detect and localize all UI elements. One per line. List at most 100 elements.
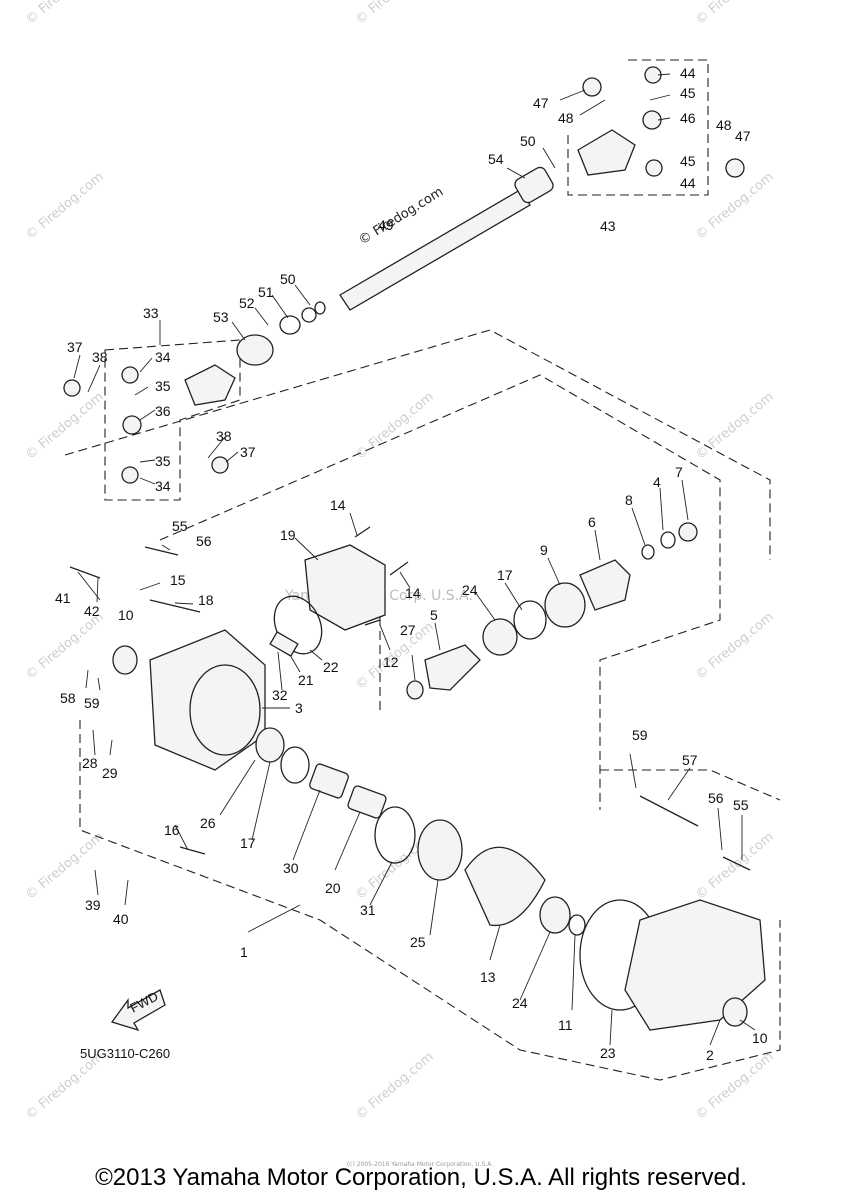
main-outline-top xyxy=(64,329,771,560)
callout-24: 24 xyxy=(512,995,528,1011)
leader xyxy=(139,477,156,485)
leader xyxy=(251,761,271,841)
leader xyxy=(659,487,664,531)
leader xyxy=(207,436,226,459)
leader xyxy=(739,1019,756,1031)
leader xyxy=(504,582,523,611)
leader xyxy=(629,753,637,789)
watermark: © Firedog.com xyxy=(693,609,777,683)
leader xyxy=(571,934,576,1011)
callout-43: 43 xyxy=(600,218,616,234)
leader xyxy=(294,537,319,561)
bearing xyxy=(482,618,518,656)
leader xyxy=(97,677,101,691)
callout-49: 49 xyxy=(378,217,394,233)
leader xyxy=(667,767,691,801)
callout-14b: 14 xyxy=(405,585,421,601)
callout-6: 6 xyxy=(588,514,596,530)
bearing-cup xyxy=(63,379,81,397)
leader xyxy=(94,869,99,896)
callout-55b: 55 xyxy=(733,797,749,813)
leader xyxy=(247,904,301,933)
leader xyxy=(649,94,671,101)
diagram-code: 5UG3110-C260 xyxy=(80,1046,170,1061)
oil-seal xyxy=(722,997,748,1027)
yoke-left xyxy=(184,364,236,406)
circlip xyxy=(513,600,547,640)
pinion-gear xyxy=(424,644,481,691)
callout-44: 44 xyxy=(680,65,696,81)
shaft-collar xyxy=(514,166,554,204)
leader xyxy=(399,571,411,589)
leader xyxy=(334,811,361,871)
callout-1: 1 xyxy=(240,944,248,960)
callout-42: 42 xyxy=(84,603,100,619)
leader xyxy=(289,654,301,673)
callout-38: 38 xyxy=(92,349,108,365)
leader xyxy=(174,824,189,851)
callout-45: 45 xyxy=(680,85,696,101)
leader xyxy=(429,879,439,936)
leader xyxy=(519,931,551,1001)
watermark: © Firedog.com xyxy=(23,609,107,683)
shim xyxy=(568,914,586,936)
watermark: © Firedog.com xyxy=(23,169,107,243)
callout-23: 23 xyxy=(600,1045,616,1061)
watermark: © Firedog.com xyxy=(693,0,777,28)
leader xyxy=(271,294,289,319)
bolt-long xyxy=(149,599,201,613)
callout-48b: 48 xyxy=(716,117,732,133)
bolt-long xyxy=(639,795,699,827)
inner-outline xyxy=(159,374,721,810)
leader xyxy=(559,89,586,101)
dash-link-2 xyxy=(600,769,781,801)
group-outlines xyxy=(64,59,781,1081)
leader xyxy=(542,147,556,169)
gear-case-rear xyxy=(624,899,766,1031)
leader xyxy=(87,364,101,393)
callout-58: 58 xyxy=(60,690,76,706)
leader xyxy=(174,602,194,605)
leader xyxy=(657,117,671,121)
leader xyxy=(277,651,283,691)
leader xyxy=(292,789,321,861)
callout-4: 4 xyxy=(653,474,661,490)
callout-41: 41 xyxy=(55,590,71,606)
pin xyxy=(69,566,101,579)
leader xyxy=(631,507,646,546)
callout-53: 53 xyxy=(213,309,229,325)
callout-17b: 17 xyxy=(497,567,513,583)
callout-37b: 37 xyxy=(240,444,256,460)
callout-40: 40 xyxy=(113,911,129,927)
leader xyxy=(609,1009,613,1046)
leader xyxy=(489,924,501,961)
tiny-copyright: (c) 2005-2016 Yamaha Motor Corporation, … xyxy=(346,1161,494,1168)
bolt xyxy=(389,561,409,576)
bolt xyxy=(722,856,751,871)
leader xyxy=(92,729,96,756)
callout-35b: 35 xyxy=(155,453,171,469)
callout-21: 21 xyxy=(298,672,314,688)
leader xyxy=(139,582,161,591)
callout-34b: 34 xyxy=(155,478,171,494)
leader xyxy=(681,479,689,521)
callout-44b: 44 xyxy=(680,175,696,191)
leader xyxy=(547,557,561,586)
bearing xyxy=(539,896,571,934)
leader xyxy=(434,622,441,651)
bearing xyxy=(255,727,285,763)
cover xyxy=(304,544,386,631)
circlip xyxy=(314,301,326,315)
leader xyxy=(77,571,101,601)
callout-20: 20 xyxy=(325,880,341,896)
boot xyxy=(236,334,274,366)
callout-47: 47 xyxy=(533,95,549,111)
callout-59b: 59 xyxy=(632,727,648,743)
callout-19: 19 xyxy=(280,527,296,543)
group-43-outline xyxy=(567,59,709,196)
callout-2: 2 xyxy=(706,1047,714,1063)
callout-28: 28 xyxy=(82,755,98,771)
callout-38b: 38 xyxy=(216,428,232,444)
callout-29: 29 xyxy=(102,765,118,781)
washer xyxy=(660,531,676,549)
